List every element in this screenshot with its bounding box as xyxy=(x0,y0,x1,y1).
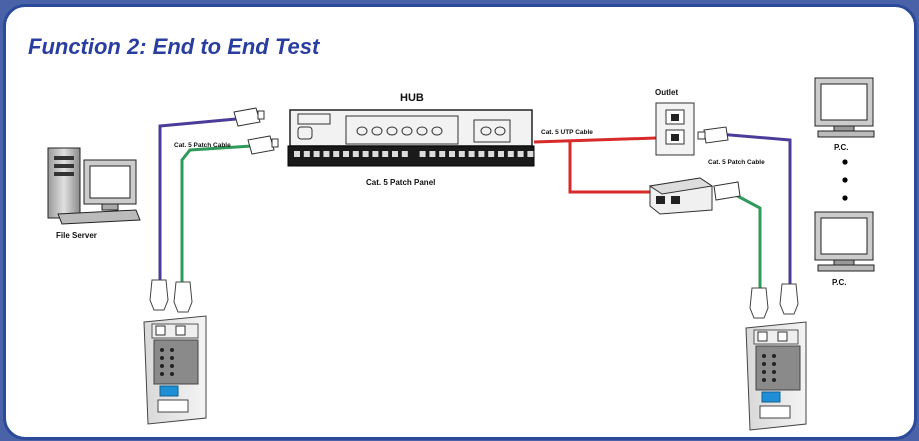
patch-panel-port xyxy=(419,151,426,157)
ellipsis-dots xyxy=(842,159,848,201)
utp-cable-red-jack xyxy=(568,142,650,194)
patch-cable-left-blue xyxy=(158,117,237,280)
patch-panel-port xyxy=(343,151,349,157)
patch-panel-port xyxy=(382,151,389,157)
pc-bottom xyxy=(814,211,875,272)
pc-top-label: P.C. xyxy=(834,143,849,152)
tester-plugs-left xyxy=(149,279,193,313)
patch-panel-port xyxy=(333,151,340,157)
hub xyxy=(289,109,533,147)
patch-panel-port xyxy=(392,151,398,157)
surface-mount-jack xyxy=(648,177,714,215)
patch-cable-right-green xyxy=(729,190,762,288)
patch-panel-port xyxy=(401,151,408,157)
hub-side-plugs xyxy=(233,107,279,155)
patch-panel-port xyxy=(507,151,514,157)
patch-cable-label-left: Cat. 5 Patch Cable xyxy=(174,142,231,149)
patch-panel-port xyxy=(498,151,504,157)
outlet-label: Outlet xyxy=(655,88,678,97)
utp-cable-label: Cat. 5 UTP Cable xyxy=(541,129,593,136)
patch-panel-port xyxy=(517,151,524,157)
patch-panel-port xyxy=(458,151,465,157)
patch-panel-label: Cat. 5 Patch Panel xyxy=(366,178,435,187)
cable-tester-left xyxy=(143,315,207,425)
tester-plugs-right xyxy=(749,283,799,319)
patch-panel-port xyxy=(294,151,300,157)
pc-bottom-label: P.C. xyxy=(832,278,847,287)
patch-panel-port xyxy=(323,151,330,157)
patch-cable-right-blue xyxy=(717,132,792,284)
pc-top xyxy=(814,77,875,138)
wall-outlet xyxy=(655,102,695,156)
patch-panel-port xyxy=(362,151,369,157)
patch-panel-port xyxy=(372,151,379,157)
patch-panel-port xyxy=(439,151,446,157)
patch-panel-port xyxy=(313,151,320,157)
patch-panel-port xyxy=(478,151,485,157)
cable-tester-right xyxy=(745,321,807,431)
utp-cable-red-outlet xyxy=(533,136,657,144)
patch-panel-port xyxy=(488,151,495,157)
patch-panel-port xyxy=(527,151,534,157)
patch-panel-port xyxy=(303,151,310,157)
hub-label: HUB xyxy=(400,92,424,104)
patch-panel xyxy=(287,145,535,167)
file-server-label: File Server xyxy=(56,231,97,240)
patch-cable-left-green xyxy=(180,144,253,282)
patch-cable-label-right: Cat. 5 Patch Cable xyxy=(708,159,765,166)
patch-panel-port xyxy=(429,151,436,157)
slide-title: Function 2: End to End Test xyxy=(28,34,320,59)
patch-panel-port xyxy=(449,151,455,157)
patch-panel-port xyxy=(468,151,475,157)
outlet-side-plugs xyxy=(697,126,741,201)
cables xyxy=(158,117,792,288)
file-server xyxy=(47,147,141,225)
patch-panel-port xyxy=(352,151,359,157)
